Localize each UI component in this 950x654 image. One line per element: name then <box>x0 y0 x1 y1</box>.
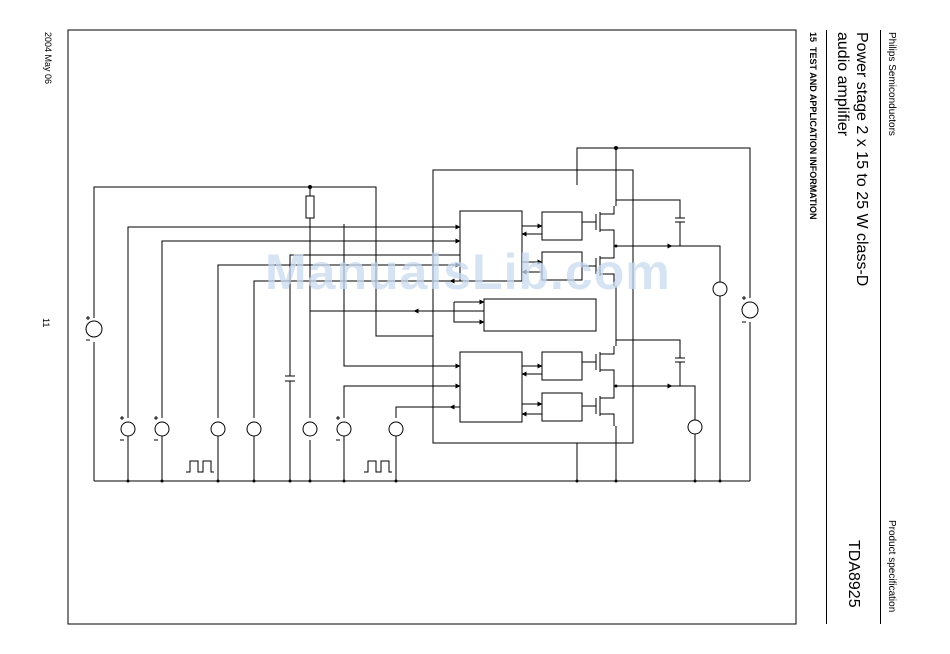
square-wave-icon <box>364 461 392 472</box>
bias-resistor <box>306 196 314 218</box>
pwm-modulator-block-2 <box>460 352 522 422</box>
pwm-modulator-block-1 <box>460 211 522 281</box>
driver-block-2 <box>542 252 582 280</box>
input-terminal-2 <box>247 422 261 436</box>
input-terminal-4 <box>389 422 403 436</box>
driver-block-1 <box>542 212 582 240</box>
input-terminal-3 <box>303 422 317 436</box>
figure-frame <box>68 30 796 624</box>
driver-block-4 <box>542 393 582 421</box>
decoupling-capacitor <box>285 376 295 381</box>
voltage-source-3 <box>337 422 351 436</box>
input-terminal-1 <box>211 422 225 436</box>
control-block <box>484 299 596 331</box>
voltage-source-1 <box>121 422 135 436</box>
supply-voltage-source-right <box>742 296 758 322</box>
supply-voltage-source-left <box>86 321 102 337</box>
square-wave-icon <box>186 461 214 472</box>
output-terminal-2 <box>688 420 702 434</box>
output-terminal-1 <box>713 282 727 296</box>
output-mosfets <box>582 206 614 426</box>
voltage-source-2 <box>155 422 169 436</box>
driver-block-3 <box>542 352 582 380</box>
